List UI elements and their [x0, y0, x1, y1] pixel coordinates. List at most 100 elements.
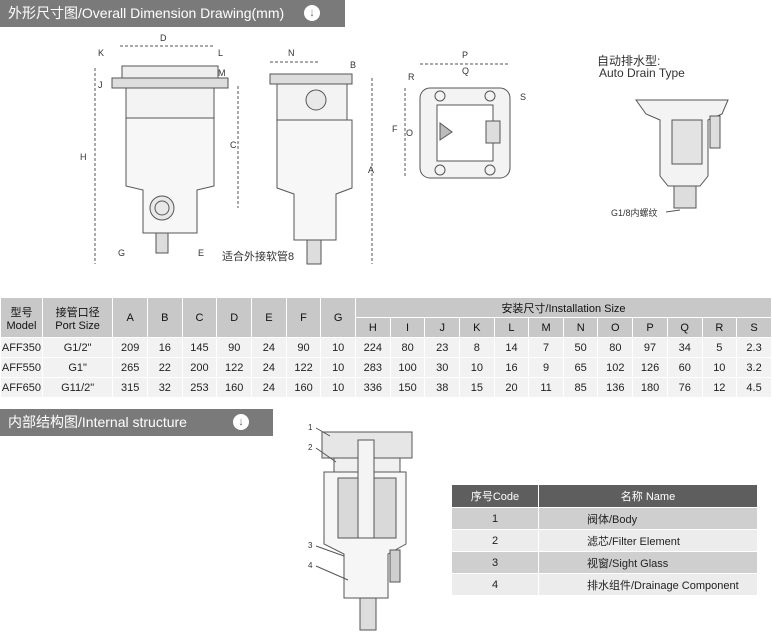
table-cell: 180: [632, 377, 668, 398]
table-cell: 80: [389, 337, 426, 358]
table-cell: 90: [216, 337, 253, 358]
thread-note: G1/8内螺纹: [611, 208, 658, 218]
table-cell: 3.2: [736, 357, 772, 378]
table-cell: 24: [251, 357, 287, 378]
dimension-drawing: D K L J M H C G E N B A P Q R S F O: [80, 33, 729, 265]
table-cell: 10: [320, 377, 356, 398]
table-cell: 16: [147, 337, 183, 358]
top-view: [404, 63, 511, 179]
table-cell: 80: [597, 337, 634, 358]
table-cell: G11/2": [41, 377, 114, 398]
table-cell: 126: [632, 357, 668, 378]
section-header-dimension: 外形尺寸图/Overall Dimension Drawing(mm) ↓: [0, 0, 345, 27]
table-cell: 4.5: [736, 377, 772, 398]
table-cell: 283: [355, 357, 391, 378]
download-icon[interactable]: ↓: [304, 5, 320, 21]
table-cell: 11: [528, 377, 564, 398]
table-cell: 7: [528, 337, 564, 358]
table-cell: 150: [389, 377, 426, 398]
dim-label-S: S: [520, 92, 526, 102]
dim-label-E: E: [198, 248, 204, 258]
dim-label-N: N: [288, 48, 295, 58]
table-cell: 209: [112, 337, 149, 358]
table-cell: 76: [666, 377, 703, 398]
table-cell: 15: [459, 377, 495, 398]
dim-label-F: F: [392, 124, 398, 134]
front-view: [94, 45, 239, 264]
dim-label-K: K: [98, 48, 104, 58]
table-cell: 20: [493, 377, 530, 398]
side-view: [269, 61, 373, 265]
table-cell: 10: [459, 357, 495, 378]
table-cell: 224: [355, 337, 391, 358]
table-cell: 97: [632, 337, 668, 358]
table-cell: 90: [285, 337, 322, 358]
table-cell: 5: [701, 337, 738, 358]
callout-2: 2: [308, 443, 313, 452]
table-cell: 145: [181, 337, 218, 358]
table-cell: 60: [666, 357, 703, 378]
table-cell: 10: [320, 357, 356, 378]
internal-structure-drawing: 1 2 3 4: [308, 423, 413, 631]
table-cell: 2.3: [736, 337, 772, 358]
col-name: 名称 Name: [538, 484, 758, 508]
table-cell: 336: [355, 377, 391, 398]
table-cell: 160: [216, 377, 253, 398]
dim-label-G: G: [118, 248, 125, 258]
callout-3: 3: [308, 541, 313, 550]
dim-label-R: R: [408, 72, 415, 82]
table-cell: G1": [41, 357, 114, 378]
download-icon[interactable]: ↓: [233, 414, 249, 430]
table-cell: AFF650: [0, 377, 43, 398]
table-cell: 23: [424, 337, 461, 358]
callout-4: 4: [308, 561, 313, 570]
table-cell: 14: [493, 337, 530, 358]
table-cell: 102: [597, 357, 634, 378]
dim-label-C: C: [230, 140, 237, 150]
section-title: 外形尺寸图/Overall Dimension Drawing(mm): [8, 5, 285, 21]
dim-label-D: D: [160, 33, 167, 43]
table-cell: 34: [666, 337, 703, 358]
table-cell: 12: [701, 377, 738, 398]
table-cell: 160: [285, 377, 322, 398]
table-cell: 38: [424, 377, 461, 398]
dim-label-L: L: [218, 48, 223, 58]
section-header-internal: 内部结构图/Internal structure ↓: [0, 409, 273, 436]
table-cell: 253: [181, 377, 218, 398]
callout-1: 1: [308, 423, 313, 432]
table-cell: 200: [181, 357, 218, 378]
table-cell: G1/2": [41, 337, 114, 358]
table-cell: 24: [251, 337, 287, 358]
table-cell: 9: [528, 357, 564, 378]
auto-drain-view: [635, 99, 729, 213]
table-cell: 10: [320, 337, 356, 358]
table-cell: 50: [562, 337, 599, 358]
table-cell: 122: [285, 357, 322, 378]
table-cell: AFF350: [0, 337, 43, 358]
auto-drain-title-en: Auto Drain Type: [599, 66, 685, 80]
table-cell: 315: [112, 377, 149, 398]
auto-drain-title-cn: 自动排水型:: [597, 54, 661, 68]
fitting-note: 适合外接软管8: [222, 251, 295, 263]
dim-label-M: M: [218, 68, 226, 78]
table-cell: 85: [562, 377, 599, 398]
table-cell: 8: [459, 337, 495, 358]
table-cell: AFF550: [0, 357, 43, 378]
table-cell: 16: [493, 357, 530, 378]
table-cell: 10: [701, 357, 738, 378]
dim-label-Q: Q: [462, 66, 469, 76]
table-cell: 22: [147, 357, 183, 378]
table-cell: 65: [562, 357, 599, 378]
table-cell: 24: [251, 377, 287, 398]
table-cell: 30: [424, 357, 461, 378]
col-install: 安装尺寸/Installation Size: [355, 297, 772, 318]
